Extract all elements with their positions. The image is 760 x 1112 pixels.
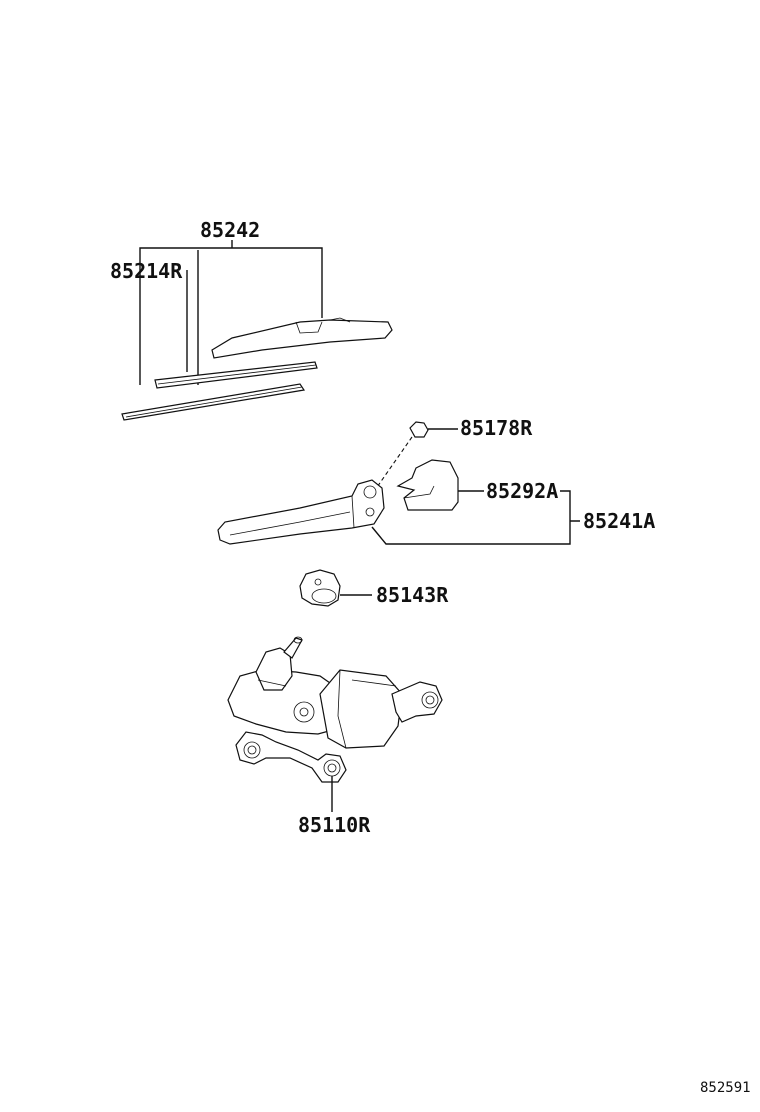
wiper-motor-group: 85110R (227, 636, 443, 837)
motor-mount-arm (391, 681, 443, 723)
wiper-arm (217, 479, 385, 545)
label-85292A: 85292A (486, 479, 558, 503)
arm-cover (396, 459, 459, 511)
motor-bracket (235, 731, 347, 783)
label-85242: 85242 (200, 218, 260, 242)
blade-assembly-group: 85242 85214R (110, 218, 393, 421)
wiper-blade (211, 319, 393, 359)
grommet-group: 85143R (299, 569, 449, 607)
grommet (299, 569, 341, 607)
pivot-cap (409, 421, 429, 438)
label-85178R: 85178R (460, 416, 533, 440)
leader-85242 (139, 240, 323, 385)
leader-85241A (371, 490, 580, 545)
motor-output-shaft (255, 647, 293, 691)
label-85241A: 85241A (583, 509, 655, 533)
pivot-cap-group: 85178R (374, 416, 533, 491)
label-85143R: 85143R (376, 583, 449, 607)
arm-assembly-group: 85292A 85241A (217, 459, 655, 545)
motor-body (319, 669, 403, 749)
label-85214R: 85214R (110, 259, 183, 283)
label-85110R: 85110R (298, 813, 371, 837)
diagram-reference: 852591 (700, 1080, 751, 1096)
pivot-cap-install-line (374, 436, 413, 491)
